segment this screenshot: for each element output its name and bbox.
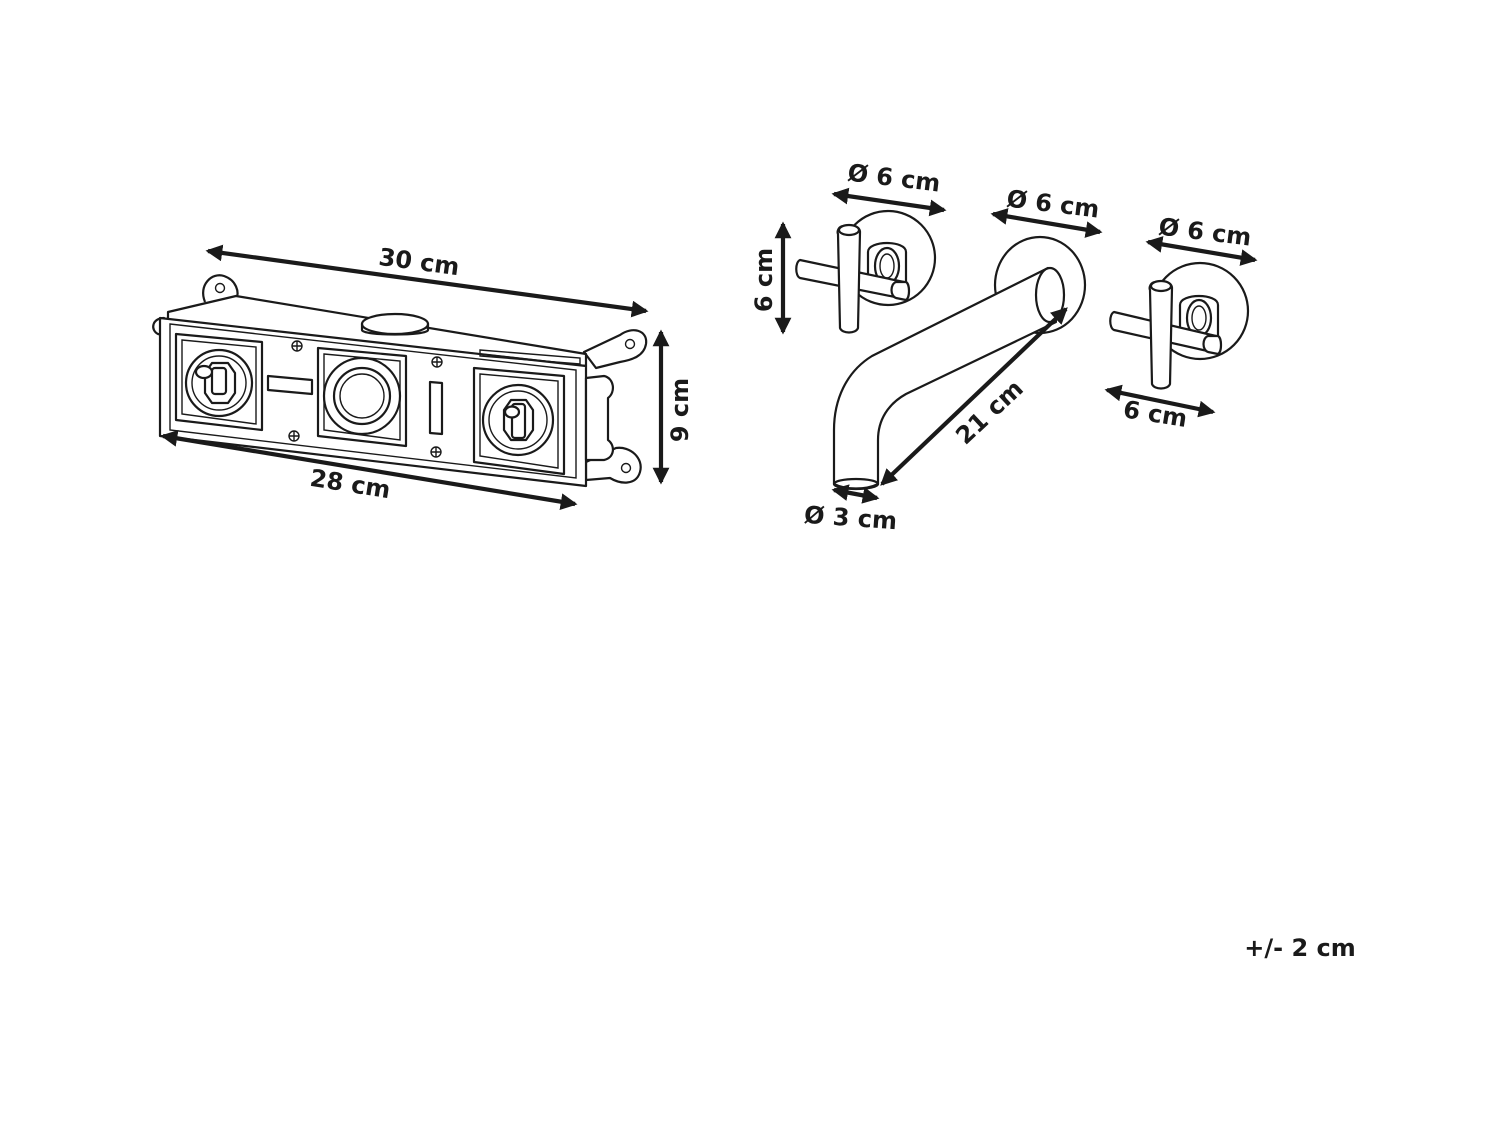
left-slot bbox=[266, 374, 314, 396]
center-cartridge bbox=[316, 346, 408, 448]
vertical-slot bbox=[428, 380, 444, 436]
right-handle-dimension-lines bbox=[1104, 236, 1258, 418]
label-spout-outlet-diameter: Ø 3 cm bbox=[803, 501, 898, 535]
concealed-valve-body bbox=[152, 274, 648, 488]
dim-line-28cm bbox=[160, 430, 578, 510]
label-spout-length: 21 cm bbox=[950, 374, 1028, 450]
right-cross-handle bbox=[1109, 261, 1250, 390]
top-port bbox=[360, 312, 430, 336]
spout-dimension-lines bbox=[831, 208, 1103, 504]
dim-line-30cm bbox=[205, 244, 649, 318]
body-dimension-lines bbox=[160, 244, 670, 510]
label-right-handle-width: 6 cm bbox=[1121, 395, 1189, 433]
label-left-handle-height: 6 cm bbox=[750, 248, 778, 312]
mounting-ear-top-right bbox=[582, 329, 648, 370]
left-handle-dimension-lines bbox=[774, 187, 947, 335]
label-left-handle-diameter: Ø 6 cm bbox=[846, 158, 942, 197]
tolerance-note: +/- 2 cm bbox=[1244, 934, 1355, 962]
left-cross-handle bbox=[795, 209, 937, 334]
right-cartridge bbox=[472, 366, 566, 476]
left-cartridge bbox=[174, 332, 264, 432]
label-box-height: 9 cm bbox=[666, 378, 694, 442]
